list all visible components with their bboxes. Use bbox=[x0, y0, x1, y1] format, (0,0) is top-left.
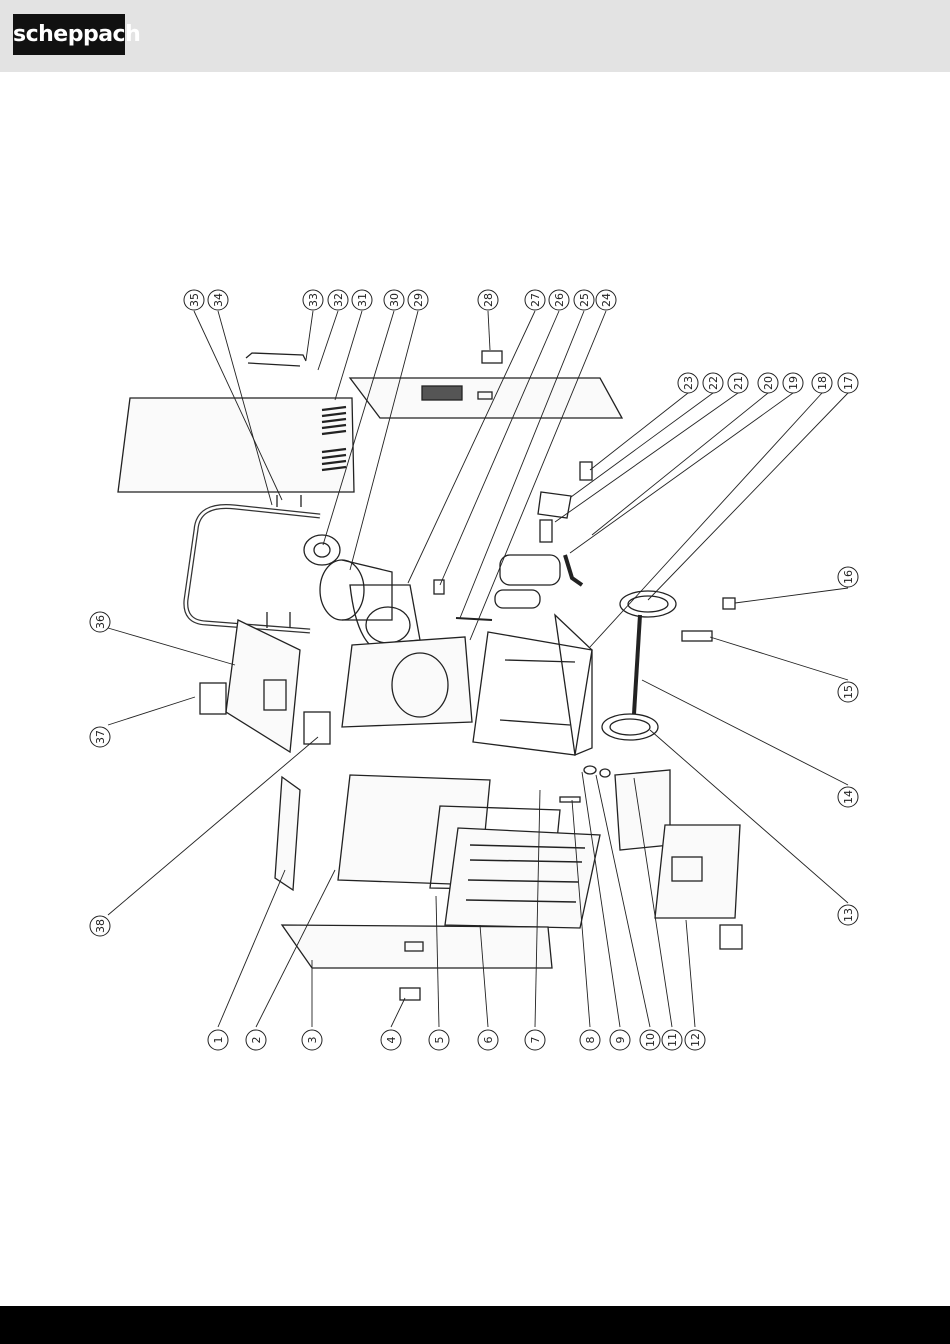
callout-7: 7 bbox=[525, 1030, 545, 1050]
callout-label: 13 bbox=[842, 908, 855, 922]
callout-6: 6 bbox=[478, 1030, 498, 1050]
callout-label: 25 bbox=[578, 293, 591, 307]
callout-25: 25 bbox=[574, 290, 594, 310]
callout-27: 27 bbox=[525, 290, 545, 310]
callout-label: 10 bbox=[644, 1033, 657, 1047]
callout-label: 11 bbox=[666, 1033, 679, 1047]
callout-label: 23 bbox=[682, 376, 695, 390]
callout-20: 20 bbox=[758, 373, 778, 393]
callout-19: 19 bbox=[783, 373, 803, 393]
callout-label: 24 bbox=[600, 293, 613, 307]
callout-label: 2 bbox=[250, 1037, 263, 1044]
callout-23: 23 bbox=[678, 373, 698, 393]
callout-14: 14 bbox=[838, 787, 858, 807]
callout-26: 26 bbox=[549, 290, 569, 310]
callout-34: 34 bbox=[208, 290, 228, 310]
callout-label: 7 bbox=[529, 1037, 542, 1044]
parts-drawing bbox=[118, 351, 742, 1000]
callout-label: 4 bbox=[385, 1037, 398, 1044]
callout-label: 28 bbox=[482, 293, 495, 307]
callout-label: 34 bbox=[212, 293, 225, 307]
callout-label: 36 bbox=[94, 615, 107, 629]
callout-28: 28 bbox=[478, 290, 498, 310]
callout-label: 3 bbox=[306, 1037, 319, 1044]
callout-label: 14 bbox=[842, 790, 855, 804]
callout-5: 5 bbox=[429, 1030, 449, 1050]
callout-label: 29 bbox=[412, 293, 425, 307]
callout-32: 32 bbox=[328, 290, 348, 310]
callout-label: 12 bbox=[689, 1033, 702, 1047]
callout-label: 32 bbox=[332, 293, 345, 307]
callout-label: 20 bbox=[762, 376, 775, 390]
callout-35: 35 bbox=[184, 290, 204, 310]
callout-36: 36 bbox=[90, 612, 110, 632]
callout-22: 22 bbox=[703, 373, 723, 393]
callout-label: 18 bbox=[816, 376, 829, 390]
callout-label: 6 bbox=[482, 1037, 495, 1044]
callout-label: 31 bbox=[356, 293, 369, 307]
callout-label: 30 bbox=[388, 293, 401, 307]
callout-1: 1 bbox=[208, 1030, 228, 1050]
callout-label: 5 bbox=[433, 1037, 446, 1044]
callout-label: 1 bbox=[212, 1037, 225, 1044]
callout-29: 29 bbox=[408, 290, 428, 310]
callout-11: 11 bbox=[662, 1030, 682, 1050]
callout-label: 15 bbox=[842, 685, 855, 699]
callout-label: 26 bbox=[553, 293, 566, 307]
callout-13: 13 bbox=[838, 905, 858, 925]
callout-31: 31 bbox=[352, 290, 372, 310]
callout-label: 9 bbox=[614, 1037, 627, 1044]
callout-9: 9 bbox=[610, 1030, 630, 1050]
callout-4: 4 bbox=[381, 1030, 401, 1050]
callout-label: 27 bbox=[529, 293, 542, 307]
callout-24: 24 bbox=[596, 290, 616, 310]
callout-17: 17 bbox=[838, 373, 858, 393]
callout-label: 33 bbox=[307, 293, 320, 307]
callout-33: 33 bbox=[303, 290, 323, 310]
callout-label: 19 bbox=[787, 376, 800, 390]
callout-label: 21 bbox=[732, 376, 745, 390]
callout-8: 8 bbox=[580, 1030, 600, 1050]
callout-2: 2 bbox=[246, 1030, 266, 1050]
callout-label: 38 bbox=[94, 919, 107, 933]
callout-15: 15 bbox=[838, 682, 858, 702]
callout-30: 30 bbox=[384, 290, 404, 310]
callout-label: 37 bbox=[94, 730, 107, 744]
callout-3: 3 bbox=[302, 1030, 322, 1050]
callout-18: 18 bbox=[812, 373, 832, 393]
callout-label: 22 bbox=[707, 376, 720, 390]
callout-10: 10 bbox=[640, 1030, 660, 1050]
callout-16: 16 bbox=[838, 567, 858, 587]
callout-label: 8 bbox=[584, 1037, 597, 1044]
callout-38: 38 bbox=[90, 916, 110, 936]
callout-37: 37 bbox=[90, 727, 110, 747]
callout-label: 17 bbox=[842, 376, 855, 390]
callout-label: 35 bbox=[188, 293, 201, 307]
page-footer bbox=[0, 1306, 950, 1344]
callout-label: 16 bbox=[842, 570, 855, 584]
callout-21: 21 bbox=[728, 373, 748, 393]
callout-12: 12 bbox=[685, 1030, 705, 1050]
